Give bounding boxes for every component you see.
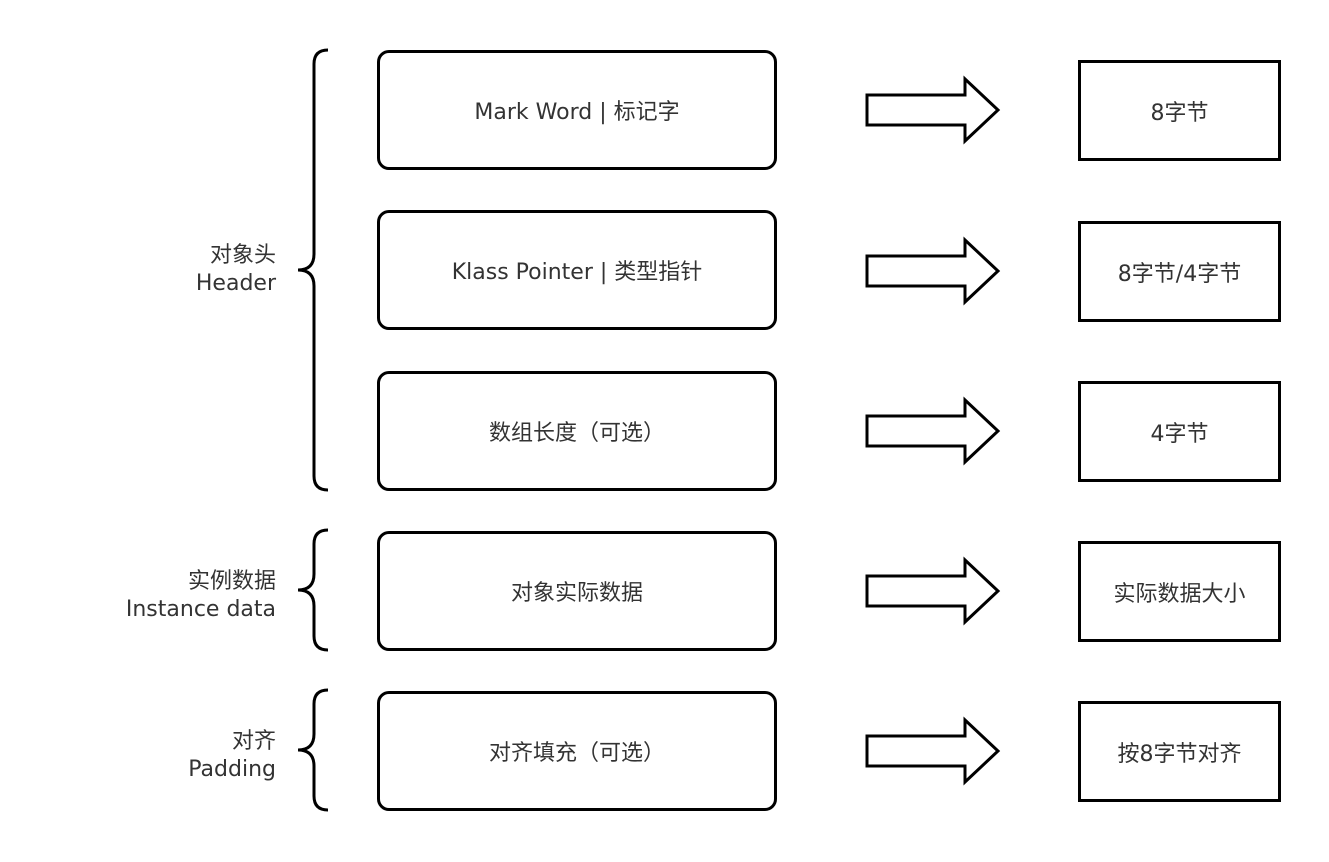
arrow-icon	[865, 75, 1001, 145]
arrow-icon	[865, 236, 1001, 306]
klass-pointer-size-box: 8字节/4字节	[1078, 221, 1281, 322]
padding-fill-box: 对齐填充（可选）	[377, 691, 777, 811]
array-length-box: 数组长度（可选）	[377, 371, 777, 491]
arrow-icon	[865, 556, 1001, 626]
mark-word-size-label: 8字节	[1150, 100, 1209, 126]
klass-pointer-label: Klass Pointer | 类型指针	[451, 260, 703, 285]
instance-data-size-box: 实际数据大小	[1078, 541, 1281, 642]
group-label-header-en: Header	[195, 271, 276, 296]
array-length-size-box: 4字节	[1078, 381, 1281, 482]
padding-size-box: 按8字节对齐	[1078, 701, 1281, 802]
mark-word-size-box: 8字节	[1078, 60, 1281, 161]
instance-data-box: 对象实际数据	[377, 531, 777, 651]
group-label-instance-en: Instance data	[125, 597, 276, 622]
mark-word-label: Mark Word | 标记字	[474, 100, 680, 125]
group-label-padding: 对齐 Padding	[188, 728, 276, 784]
group-label-padding-en: Padding	[188, 757, 276, 782]
padding-size-label: 按8字节对齐	[1117, 741, 1242, 767]
instance-data-label: 对象实际数据	[510, 581, 643, 606]
mark-word-box: Mark Word | 标记字	[377, 50, 777, 170]
instance-data-size-label: 实际数据大小	[1113, 581, 1246, 607]
group-label-padding-cn: 对齐	[231, 729, 276, 754]
padding-fill-label: 对齐填充（可选）	[488, 741, 665, 766]
padding-brace	[297, 688, 329, 812]
header-brace	[297, 48, 329, 492]
group-label-instance-data: 实例数据 Instance data	[126, 568, 276, 624]
group-label-header-cn: 对象头	[209, 243, 276, 268]
arrow-icon	[865, 396, 1001, 466]
instance-data-brace	[297, 528, 329, 652]
group-label-instance-cn: 实例数据	[187, 569, 276, 594]
group-label-header: 对象头 Header	[196, 242, 276, 298]
array-length-label: 数组长度（可选）	[488, 421, 665, 446]
klass-pointer-size-label: 8字节/4字节	[1117, 261, 1242, 287]
arrow-icon	[865, 716, 1001, 786]
array-length-size-label: 4字节	[1150, 421, 1209, 447]
klass-pointer-box: Klass Pointer | 类型指针	[377, 210, 777, 330]
